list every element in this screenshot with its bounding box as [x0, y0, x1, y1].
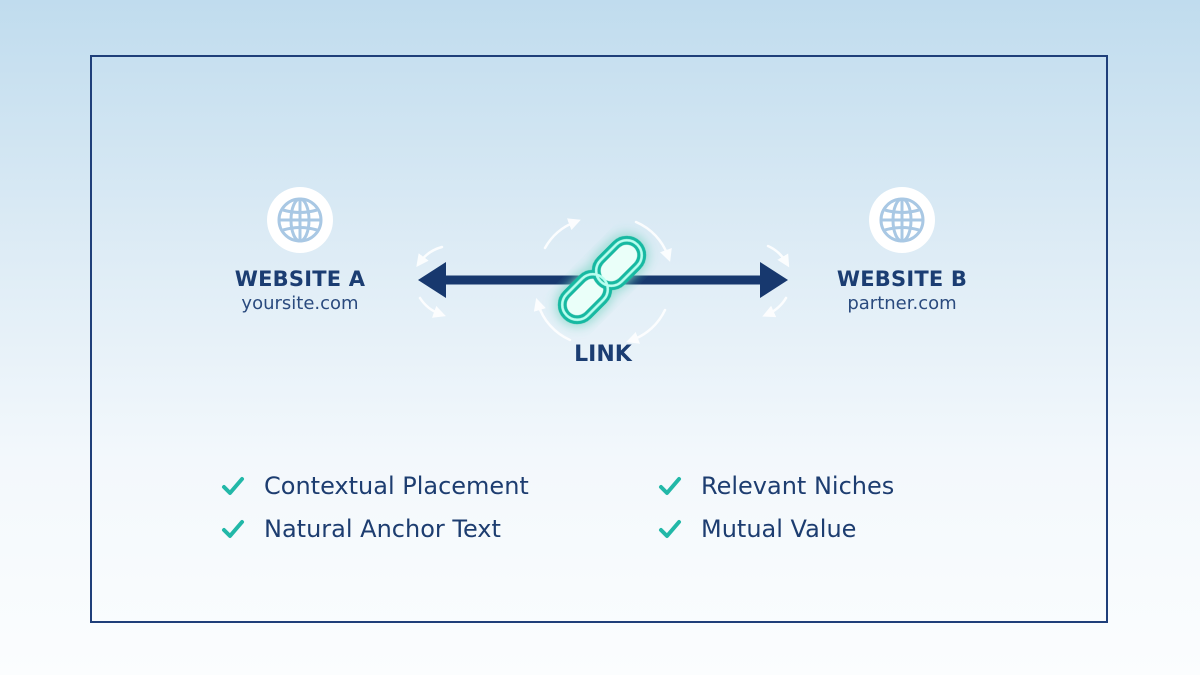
feature-label: Relevant Niches — [701, 472, 895, 500]
diagram-frame — [90, 55, 1108, 623]
feature-list: Contextual Placement Natural Anchor Text… — [220, 472, 980, 562]
website-a-url: yoursite.com — [241, 293, 359, 314]
checkmark-icon — [659, 520, 681, 538]
feature-item: Mutual Value — [657, 515, 856, 543]
checkmark-icon — [222, 520, 244, 538]
globe-icon — [869, 187, 935, 253]
feature-item: Natural Anchor Text — [220, 515, 501, 543]
feature-label: Natural Anchor Text — [264, 515, 501, 543]
website-a: WEBSITE A yoursite.com — [200, 186, 400, 316]
feature-label: Contextual Placement — [264, 472, 529, 500]
checkmark-icon — [659, 477, 681, 495]
link-label: LINK — [574, 342, 632, 367]
checkmark-icon — [222, 477, 244, 495]
website-a-title: WEBSITE A — [234, 267, 366, 291]
feature-item: Contextual Placement — [220, 472, 529, 500]
website-b-url: partner.com — [847, 293, 957, 314]
feature-item: Relevant Niches — [657, 472, 894, 500]
feature-label: Mutual Value — [701, 515, 857, 543]
chain-link-icon — [557, 235, 647, 325]
website-b-title: WEBSITE B — [836, 267, 968, 291]
globe-icon — [267, 187, 333, 253]
circular-arrows-decoration — [416, 218, 790, 344]
website-b: WEBSITE B partner.com — [802, 186, 1002, 316]
